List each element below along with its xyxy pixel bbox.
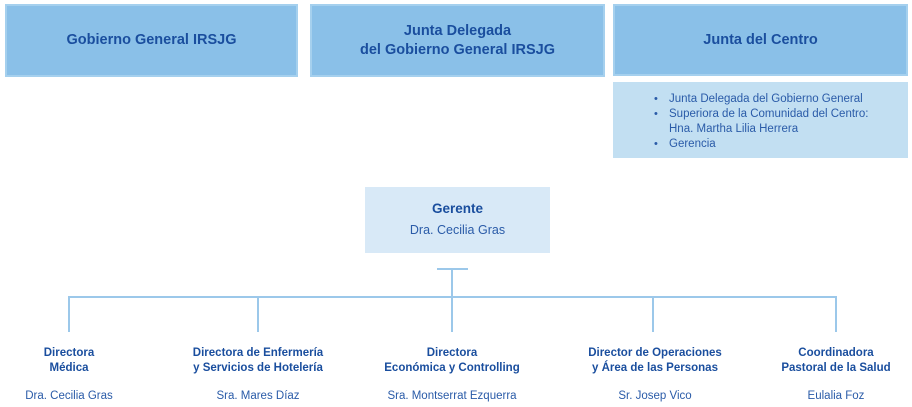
- report-name: Sra. Montserrat Ezquerra: [387, 390, 517, 402]
- gerente-title: Gerente: [431, 201, 484, 216]
- connector-drop-5: [835, 296, 837, 332]
- report-director-operaciones: Director de Operaciones y Área de las Pe…: [555, 346, 755, 402]
- report-title: Coordinadora Pastoral de la Salud: [781, 347, 891, 374]
- report-title: Directora Económica y Controlling: [384, 347, 520, 374]
- connector-drop-1: [68, 296, 70, 332]
- connector-tbar-vertical: [451, 268, 453, 332]
- report-title: Directora Médica: [43, 347, 95, 374]
- box-gobierno-general: Gobierno General IRSJG: [5, 4, 298, 77]
- report-title: Director de Operaciones y Área de las Pe…: [588, 347, 722, 374]
- gerente-name: Dra. Cecilia Gras: [409, 223, 506, 237]
- list-item: Junta Delegada del Gobierno General: [654, 92, 898, 107]
- box-junta-del-centro: Junta del Centro: [613, 4, 908, 76]
- report-name: Sra. Mares Díaz: [216, 390, 300, 402]
- report-name: Eulalia Foz: [807, 390, 865, 402]
- report-directora-medica: Directora Médica Dra. Cecilia Gras: [0, 346, 169, 402]
- report-title: Directora de Enfermería y Servicios de H…: [192, 347, 324, 374]
- report-directora-enfermeria: Directora de Enfermería y Servicios de H…: [158, 346, 358, 402]
- list-item: Gerencia: [654, 137, 898, 152]
- report-name: Dra. Cecilia Gras: [25, 390, 113, 402]
- junta-centro-members-box: Junta Delegada del Gobierno General Supe…: [613, 82, 908, 158]
- connector-drop-2: [257, 296, 259, 332]
- report-directora-economica: Directora Económica y Controlling Sra. M…: [352, 346, 552, 402]
- report-coordinadora-pastoral: Coordinadora Pastoral de la Salud Eulali…: [736, 346, 912, 402]
- junta-centro-members-list: Junta Delegada del Gobierno General Supe…: [654, 92, 898, 152]
- box-junta-del-centro-label: Junta del Centro: [703, 31, 818, 48]
- connector-drop-4: [652, 296, 654, 332]
- list-item: Superiora de la Comunidad del Centro: Hn…: [654, 107, 898, 137]
- box-junta-delegada-label: Junta Delegada del Gobierno General IRSJ…: [360, 22, 555, 58]
- box-gerente: Gerente Dra. Cecilia Gras: [365, 187, 550, 253]
- box-gobierno-general-label: Gobierno General IRSJG: [66, 32, 237, 48]
- report-name: Sr. Josep Vico: [618, 390, 692, 402]
- connector-main-horizontal: [68, 296, 837, 298]
- box-junta-delegada: Junta Delegada del Gobierno General IRSJ…: [310, 4, 605, 77]
